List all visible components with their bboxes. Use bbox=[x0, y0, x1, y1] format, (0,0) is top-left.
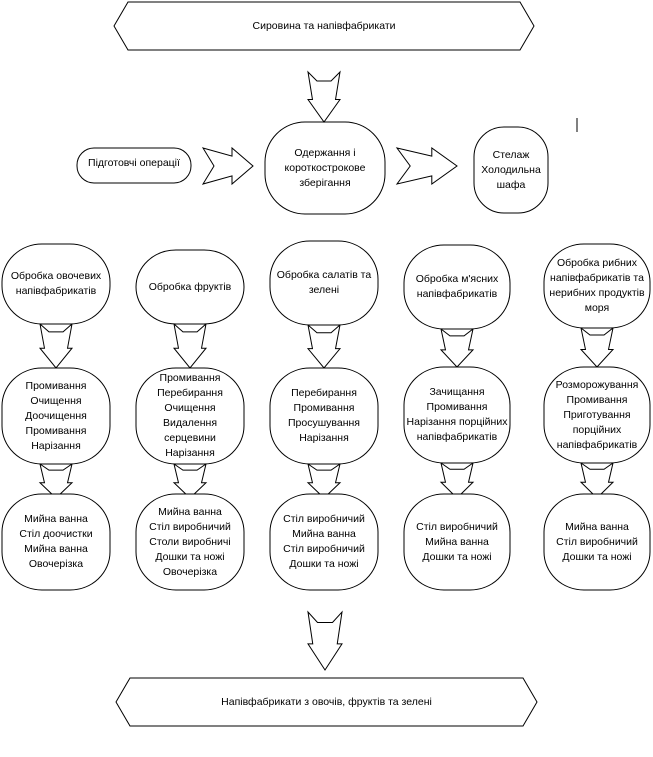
col-5-title-label: Обробка рибних напівфабрикатів та нерибн… bbox=[549, 257, 645, 314]
col-1-ops-label: Промивання Очищення Доочищення Промиванн… bbox=[25, 379, 87, 452]
col-5-ops-shape bbox=[543, 366, 651, 464]
fridge-box-label: Стелаж Холодильна шафа bbox=[481, 148, 541, 191]
storage-box-label: Одержання і короткострокове зберігання bbox=[284, 146, 366, 189]
col-1-arrow-1 bbox=[38, 322, 74, 369]
top-banner-shape bbox=[113, 1, 535, 51]
col-1-equip-label: Мийна ванна Стіл доочистки Мийна ванна О… bbox=[19, 513, 93, 570]
col-4-arrow-2 bbox=[439, 461, 475, 499]
col-5-equip-shape bbox=[543, 493, 651, 591]
col-1-title-label: Обробка овочевих напівфабрикатів bbox=[10, 270, 102, 297]
col-3-ops-shape bbox=[269, 367, 379, 465]
col-1-title-shape bbox=[1, 243, 111, 325]
arrow-down-to-output bbox=[307, 610, 343, 671]
storage-box-shape bbox=[264, 121, 386, 215]
col-1-equip-shape bbox=[1, 493, 111, 591]
col-3-arrow-1 bbox=[306, 323, 342, 369]
prep-box-shape bbox=[76, 147, 192, 184]
col-2-title-label: Обробка фруктів bbox=[148, 280, 232, 293]
col-3-title-shape bbox=[269, 240, 379, 326]
bottom-banner-label: Напівфабрикати з овочів, фруктів та зеле… bbox=[221, 695, 432, 708]
bottom-banner-shape bbox=[115, 677, 538, 727]
col-5-ops-label: Розморожування Промивання Приготування п… bbox=[555, 378, 639, 451]
top-banner-label: Сировина та напівфабрикати bbox=[252, 19, 396, 32]
col-4-arrow-1 bbox=[439, 327, 475, 368]
col-3-equip-label: Стіл виробничий Мийна ванна Стіл виробни… bbox=[283, 513, 365, 570]
col-5-equip-label: Мийна ванна Стіл виробничий Дошки та нож… bbox=[556, 520, 638, 563]
col-1-ops-shape bbox=[1, 367, 111, 465]
col-4-ops-shape bbox=[403, 366, 511, 464]
col-2-equip-shape bbox=[135, 493, 245, 591]
col-2-arrow-1 bbox=[172, 322, 208, 369]
col-2-title-shape bbox=[135, 249, 245, 325]
col-4-title-shape bbox=[403, 244, 511, 330]
col-3-arrow-2 bbox=[306, 462, 342, 499]
col-2-equip-label: Мийна ванна Стіл виробничий Столи виробн… bbox=[149, 505, 231, 578]
col-3-ops-label: Перебирання Промивання Просушування Нарі… bbox=[288, 387, 360, 444]
col-4-equip-shape bbox=[403, 493, 511, 591]
col-4-equip-label: Стіл виробничий Мийна ванна Дошки та нож… bbox=[416, 520, 498, 563]
col-3-title-label: Обробка салатів та зелені bbox=[276, 269, 372, 296]
arrow-right-to-fridge bbox=[395, 147, 458, 185]
fridge-box-shape bbox=[473, 126, 549, 214]
col-2-ops-label: Промивання Перебирання Очищення Видаленн… bbox=[157, 372, 223, 459]
prep-box-label: Підготовчі операції bbox=[88, 156, 180, 169]
col-5-arrow-1 bbox=[579, 326, 615, 368]
arrow-right-to-storage bbox=[201, 146, 254, 186]
col-5-title-shape bbox=[543, 243, 651, 329]
col-1-arrow-2 bbox=[38, 462, 74, 499]
col-5-arrow-2 bbox=[579, 461, 615, 499]
col-4-title-label: Обробка м'ясних напівфабрикатів bbox=[415, 273, 499, 300]
col-4-ops-label: Зачищання Промивання Нарізання порційних… bbox=[406, 386, 508, 443]
arrow-down-to-storage bbox=[307, 70, 341, 123]
col-2-arrow-2 bbox=[172, 462, 208, 499]
col-2-ops-shape bbox=[135, 367, 245, 465]
col-3-equip-shape bbox=[269, 493, 379, 591]
